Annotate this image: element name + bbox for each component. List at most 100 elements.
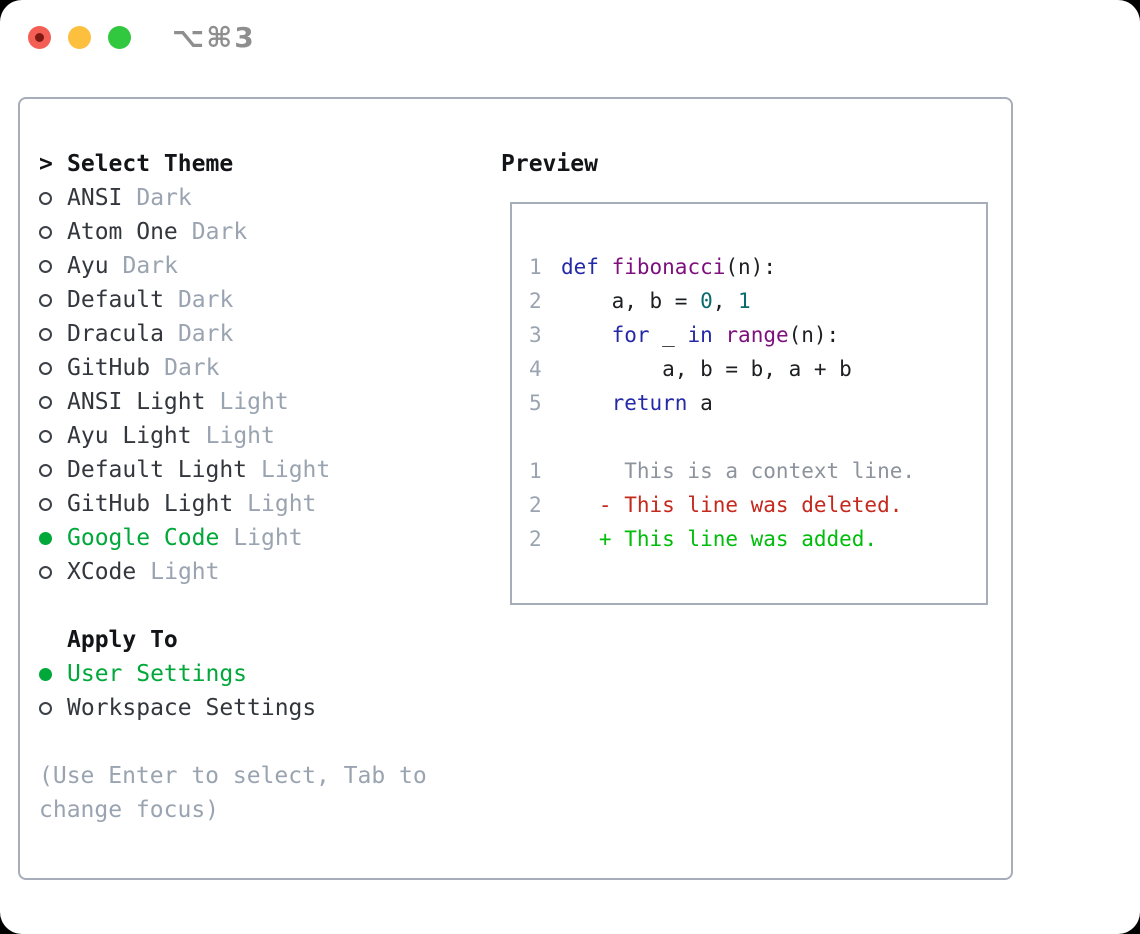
traffic-light-zoom-button[interactable] [108,26,131,49]
theme-variant-badge: Light [233,525,303,551]
code-text: return a [561,391,713,415]
code-line: 2 + This line was added. [529,522,976,556]
code-line: 1 def fibonacci(n): [529,250,976,284]
titlebar: ⌥⌘3 [0,0,1140,75]
theme-item-label: Ayu [67,253,109,279]
theme-variant-badge: Light [261,457,331,483]
theme-item-ayu-dark[interactable]: Ayu Dark [39,249,489,283]
theme-variant-badge: Dark [164,355,220,381]
preview-title: Preview [501,151,598,177]
theme-item-label: ANSI [67,185,123,211]
code-token-pln: a [687,391,713,415]
code-line: 2 - This line was deleted. [529,488,976,522]
code-token-pln: a, b = b, a + b [561,357,852,381]
theme-item-label: Atom One [67,219,178,245]
theme-item-label: GitHub [67,355,151,381]
traffic-light-minimize-button[interactable] [68,26,91,49]
help-text: (Use Enter to select, Tab to change focu… [39,759,489,827]
help-text-line-1: (Use Enter to select, Tab to [39,763,427,789]
theme-variant-badge: Light [219,389,289,415]
theme-variant-badge: Light [205,423,275,449]
code-text: - This line was deleted. [561,493,902,517]
line-number: 1 [529,255,542,279]
theme-item-github-dark[interactable]: GitHub Dark [39,351,489,385]
theme-item-atom-one-dark[interactable]: Atom One Dark [39,215,489,249]
line-number: 2 [529,493,542,517]
radio-icon [39,565,52,579]
line-number: 1 [529,459,542,483]
code-line [529,420,976,454]
code-text: a, b = 0, 1 [561,289,751,313]
code-token-kw: for [611,323,650,347]
code-token-fn: range [725,323,789,347]
line-number: 2 [529,527,542,551]
select-theme-header: > Select Theme [39,147,489,181]
code-line: 2 a, b = 0, 1 [529,284,976,318]
code-line: 3 for _ in range(n): [529,318,976,352]
radio-icon [39,361,52,375]
code-token-lit: 1 [738,289,751,313]
theme-item-default-light-light[interactable]: Default Light Light [39,453,489,487]
line-number: 5 [529,391,542,415]
code-token-pln: a, b = [561,289,701,313]
code-token-pln: (n): [725,255,776,279]
code-token-kw: in [687,323,713,347]
code-token-kw: return [611,391,688,415]
window-shortcut-title: ⌥⌘3 [172,21,256,54]
focus-arrow-icon: > [39,151,53,177]
radio-selected-icon [39,667,52,681]
theme-item-label: Default [67,287,164,313]
theme-item-label: Default Light [67,457,248,483]
radio-icon [39,293,52,307]
code-token-pln [561,323,612,347]
radio-icon [39,701,52,715]
code-token-pln [561,391,612,415]
theme-item-label: XCode [67,559,137,585]
code-token-ctx: This is a context line. [561,459,916,483]
theme-variant-badge: Dark [191,219,248,245]
theme-item-ayu-light-light[interactable]: Ayu Light Light [39,419,489,453]
code-line: 5 return a [529,386,976,420]
code-text: for _ in range(n): [561,323,840,347]
code-text: def fibonacci(n): [561,255,776,279]
theme-item-label: ANSI Light [67,389,206,415]
theme-item-label: Ayu Light [67,423,192,449]
code-token-pln: , [712,289,739,313]
radio-icon [39,225,52,239]
radio-icon [39,463,52,477]
code-token-fn: fibonacci [611,255,726,279]
code-token-del: - This line was deleted. [561,493,903,517]
code-token-add: + This line was added. [561,527,878,551]
traffic-light-close-button[interactable] [28,26,51,49]
code-token-lit: 0 [700,289,713,313]
theme-item-ansi-light-light[interactable]: ANSI Light Light [39,385,489,419]
select-theme-header-label: Select Theme [67,151,234,177]
code-token-kw: def [561,255,599,279]
code-text: This is a context line. [561,459,915,483]
spacer [39,725,489,759]
radio-selected-icon [39,531,52,545]
line-number: 2 [529,289,542,313]
apply-item-workspace-settings[interactable]: Workspace Settings [39,691,489,725]
spacer [39,589,489,623]
theme-variant-badge: Dark [122,253,178,279]
radio-icon [39,259,52,273]
code-token-pln: (n): [788,323,840,347]
radio-icon [39,395,52,409]
theme-variant-badge: Light [247,491,317,517]
apply-item-user-settings[interactable]: User Settings [39,657,489,691]
radio-icon [39,429,52,443]
radio-icon [39,497,52,511]
apply-item-label: User Settings [67,661,248,687]
theme-item-label: Dracula [67,321,164,347]
